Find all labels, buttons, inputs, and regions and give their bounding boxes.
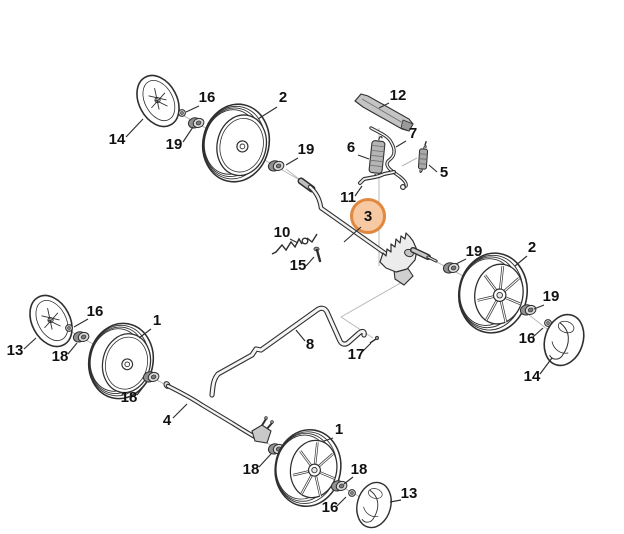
leader-line-1 [323,437,334,442]
part-label-13: 13 [401,485,418,502]
part-label-10: 10 [274,224,291,241]
part-label-13: 13 [7,342,24,359]
leader-line-17 [361,342,372,353]
pin-part-17 [369,335,380,344]
leader-line-19 [285,157,299,166]
leader-line-16 [73,318,89,328]
spring-clip-part-10 [271,233,318,255]
leader-line-6 [357,154,370,160]
rod-part-11 [358,170,396,185]
leader-line-18 [67,342,78,355]
part-label-3-highlighted[interactable]: 3 [364,208,372,225]
part-label-14: 14 [524,368,541,385]
part-label-1: 1 [153,312,161,329]
bushing-front-left-outer [186,114,206,132]
part-label-19: 19 [543,288,560,305]
part-label-12: 12 [390,87,407,104]
leader-line-5 [428,164,438,173]
part-label-4: 4 [163,412,172,429]
leader-line-14 [539,357,553,375]
leader-line-8 [295,329,306,342]
axle-part-3 [285,168,399,264]
leader-line-2 [514,255,528,267]
leader-line-16 [185,105,200,113]
leader-line-1 [138,328,152,339]
bushing-bottom-left-outer [71,328,91,346]
leader-line-18 [343,476,354,485]
leader-line-4 [172,403,188,419]
leader-line-3 [343,226,362,243]
axle-part-4 [163,381,274,444]
leader-line-14 [125,118,144,138]
hubcap-front-bottom-left [20,287,82,355]
part-label-16: 16 [199,89,216,106]
leader-line-18 [258,453,272,468]
spring-part-5 [417,140,429,173]
part-label-6: 6 [347,139,355,156]
part-label-7: 7 [409,125,417,142]
leader-line-13 [23,337,37,350]
part-label-19: 19 [166,136,183,153]
leader-line-19 [182,126,194,143]
part-label-1: 1 [335,421,343,438]
part-label-17: 17 [348,346,365,363]
bushing-front-left-inner [266,157,286,175]
hubcap-front-left [127,67,189,135]
part-label-14: 14 [109,131,126,148]
part-label-2: 2 [528,239,536,256]
spring-part-6 [368,135,386,179]
leader-line-2 [257,106,278,120]
leader-line-10 [289,238,299,244]
rod-part-7 [369,126,408,191]
part-label-19: 19 [466,243,483,260]
leader-line-11 [354,185,363,197]
hubcap-rear-right [537,308,591,372]
part-label-15: 15 [290,257,307,274]
hubcap-rear-left [351,477,397,533]
part-label-8: 8 [306,336,314,353]
leader-line-16 [336,496,347,507]
wheel-front-left [194,97,278,189]
lever-tube-part-8 [209,305,367,398]
screw-part-15 [313,246,322,263]
part-label-19: 19 [298,141,315,158]
part-label-16: 16 [322,499,339,516]
part-label-5: 5 [440,164,448,181]
leader-line-12 [378,102,390,109]
height-adjuster-sector [379,232,438,286]
leader-line-13 [389,499,402,503]
leader-line-19 [533,304,545,310]
part-label-18: 18 [243,461,260,478]
bolt-front-left [178,109,186,117]
leader-line-7 [395,140,407,148]
part-label-2: 2 [279,89,287,106]
leader-line-18 [136,381,148,396]
bolt-rear-left [348,489,356,497]
bolt-front-bottom-left [65,324,73,332]
part-label-18: 18 [351,461,368,478]
part-label-16: 16 [519,330,536,347]
part-label-18: 18 [52,348,69,365]
part-label-16: 16 [87,303,104,320]
highlight-circle-part-3[interactable] [350,198,386,234]
leader-line-15 [305,256,315,267]
leader-line-16 [532,327,544,338]
part-label-11: 11 [340,189,356,206]
leader-line-19 [455,258,467,265]
bracket-part-12 [354,93,414,132]
part-label-18: 18 [121,389,138,406]
